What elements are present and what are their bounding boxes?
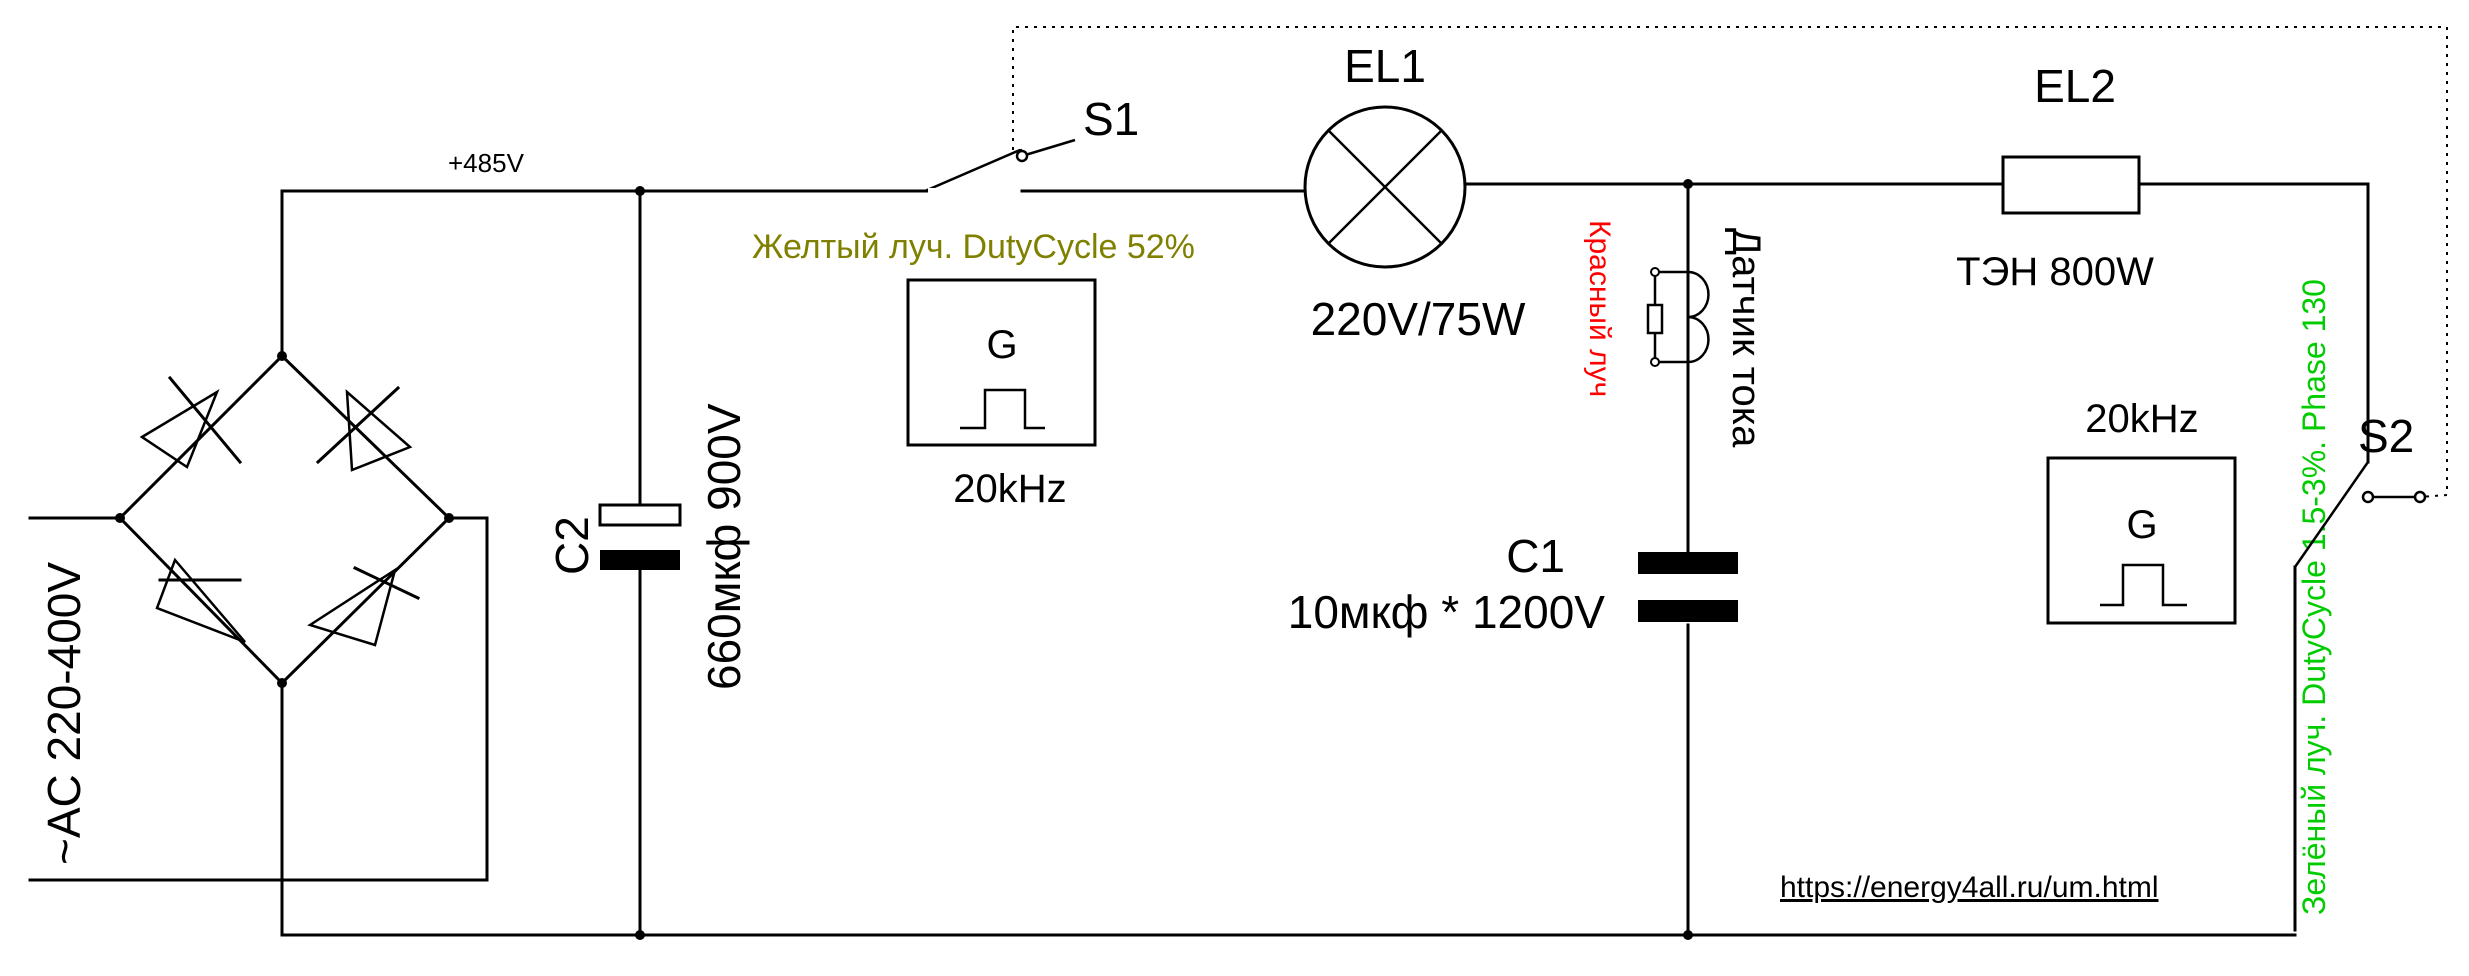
yellow-beam-label: Желтый луч. DutyCycle 52%	[752, 228, 1195, 266]
lamp-el1-icon	[1303, 105, 1467, 269]
el1-value-label: 220V/75W	[1311, 293, 1526, 345]
el2-value-label: ТЭН 800W	[1956, 250, 2154, 294]
bridge-rectifier	[115, 351, 454, 688]
voltage-rail-label: +485V	[448, 148, 525, 178]
heater-el2-icon	[2001, 155, 2141, 215]
wiring	[28, 182, 2370, 937]
red-beam-label: Красный луч	[1583, 220, 1616, 397]
gen2-letter: G	[2126, 503, 2157, 547]
source-url-link[interactable]: https://energy4all.ru/um.html	[1780, 871, 2159, 904]
diode-d1-icon	[139, 375, 243, 469]
ac-input-label: ~AC 220-400V	[38, 562, 90, 865]
current-sensor-icon	[1646, 267, 1710, 367]
gen1-letter: G	[986, 323, 1017, 367]
c2-ref-label: C2	[546, 516, 598, 575]
el1-ref-label: EL1	[1344, 40, 1426, 92]
s1-ref-label: S1	[1083, 93, 1139, 145]
gen2-freq-label: 20kHz	[2085, 397, 2198, 441]
s2-ref-label: S2	[2358, 410, 2414, 462]
green-beam-label: Зелёный луч. DutyCycle 1.5-3%. Phase 130	[2296, 279, 2332, 915]
capacitor-c1	[1638, 552, 1738, 622]
current-sensor-label: Датчик тока	[1724, 228, 1768, 448]
switch-s1	[280, 138, 1307, 194]
gen1-freq-label: 20kHz	[953, 467, 1066, 511]
diode-d2-icon	[315, 385, 413, 472]
generator-1	[906, 278, 1097, 447]
generator-2	[2046, 456, 2237, 625]
c1-ref-label: C1	[1506, 530, 1565, 582]
c1-value-label: 10мкф * 1200V	[1288, 586, 1606, 638]
diode-d4-icon	[307, 566, 420, 647]
diode-d3-icon	[155, 557, 246, 644]
switch-linkage	[1012, 26, 2448, 498]
capacitor-c2	[598, 503, 682, 570]
c2-value-label: 660мкф 900V	[698, 403, 750, 690]
el2-ref-label: EL2	[2034, 60, 2116, 112]
switch-s2	[2293, 461, 2427, 568]
